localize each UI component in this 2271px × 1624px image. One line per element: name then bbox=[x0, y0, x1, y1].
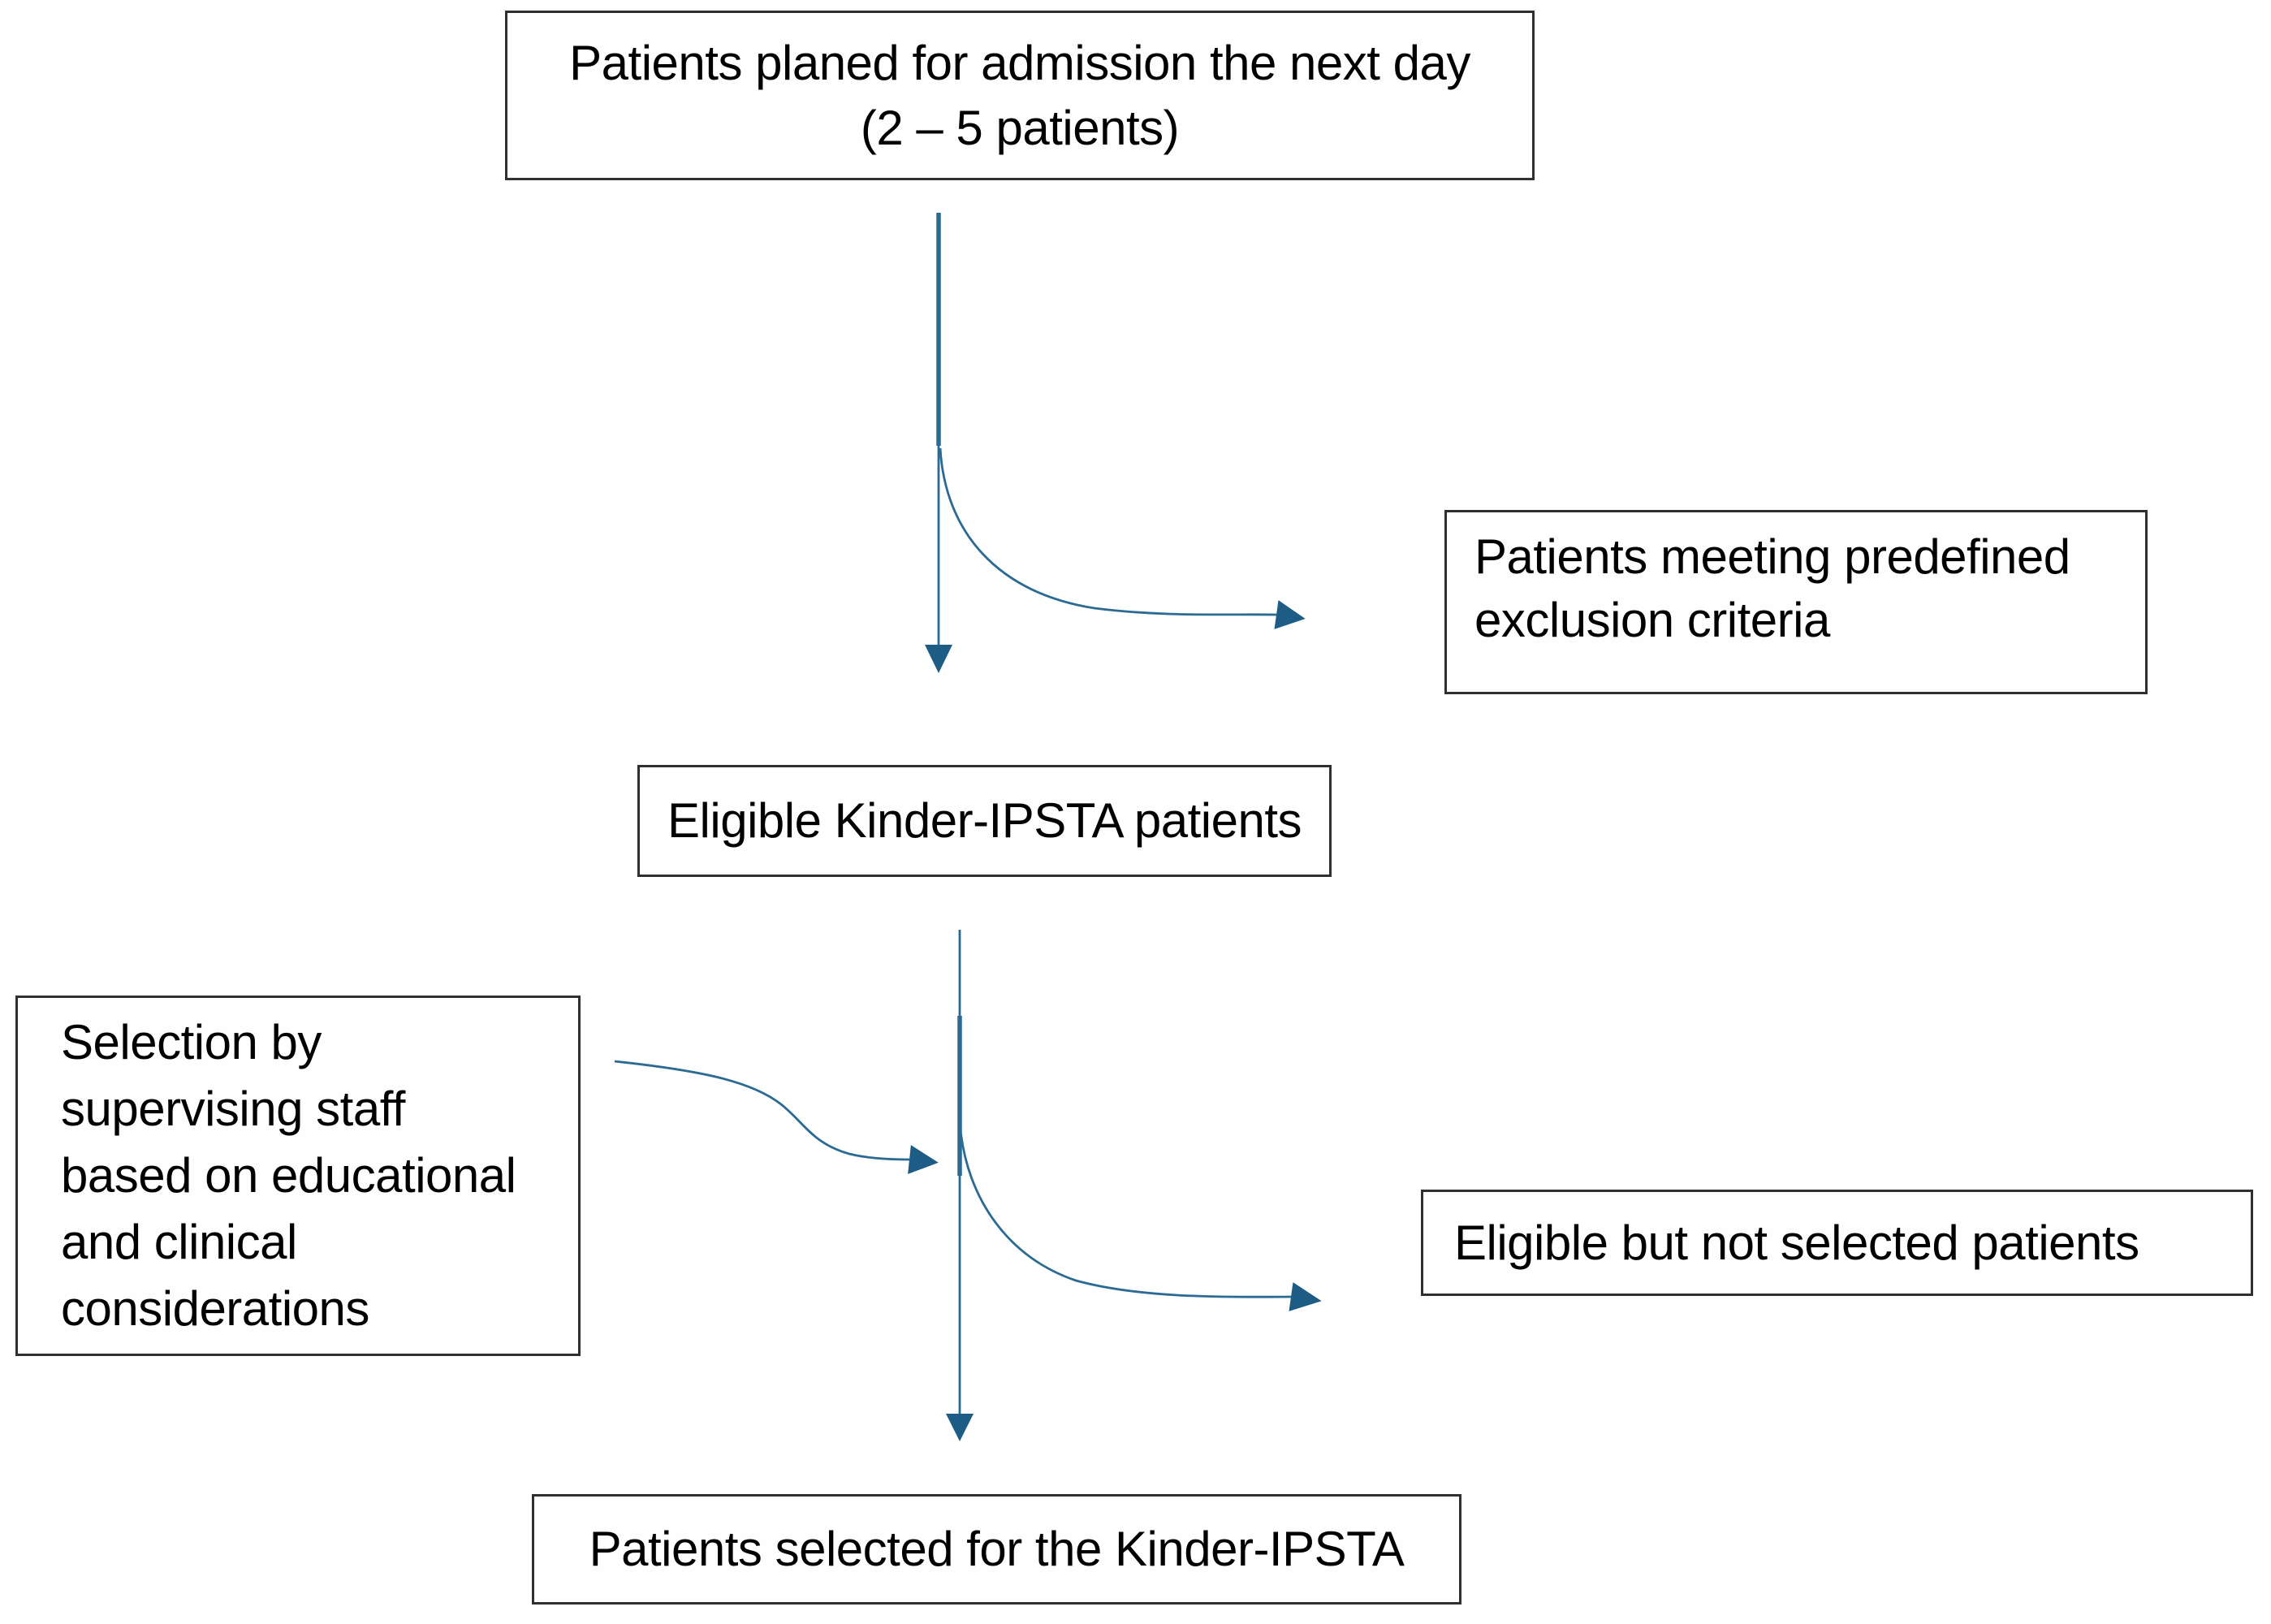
selection-note-arrow-head bbox=[908, 1145, 939, 1174]
selected-patients-label: Patients selected for the Kinder-IPSTA bbox=[589, 1522, 1405, 1576]
branch-arrow-not-selected-head bbox=[1289, 1282, 1322, 1311]
arrow-down-1-head bbox=[925, 645, 952, 673]
not-selected-box: Eligible but not selected patients bbox=[1421, 1190, 2253, 1296]
eligible-patients-label: Eligible Kinder-IPSTA patients bbox=[667, 793, 1302, 848]
not-selected-label: Eligible but not selected patients bbox=[1454, 1215, 2139, 1270]
selection-note-arrow bbox=[614, 1060, 910, 1161]
selection-note-box: Selection by supervising staff based on … bbox=[15, 996, 581, 1356]
exclusion-criteria-box: Patients meeting predefined exclusion cr… bbox=[1444, 510, 2148, 694]
planned-admission-line2: (2 – 5 patients) bbox=[860, 100, 1180, 155]
exclusion-criteria-label: Patients meeting predefined exclusion cr… bbox=[1474, 529, 2070, 647]
selection-note-label: Selection by supervising staff based on … bbox=[61, 1015, 516, 1336]
branch-arrow-not-selected bbox=[959, 1129, 1292, 1298]
eligible-patients-box: Eligible Kinder-IPSTA patients bbox=[637, 765, 1332, 877]
selected-patients-box: Patients selected for the Kinder-IPSTA bbox=[532, 1494, 1461, 1605]
arrow-down-2-head bbox=[946, 1414, 974, 1441]
planned-admission-line1: Patients planed for admission the next d… bbox=[569, 35, 1470, 90]
planned-admission-box: Patients planed for admission the next d… bbox=[505, 11, 1535, 180]
branch-arrow-exclusion-head bbox=[1274, 600, 1306, 629]
branch-arrow-exclusion bbox=[939, 447, 1277, 616]
